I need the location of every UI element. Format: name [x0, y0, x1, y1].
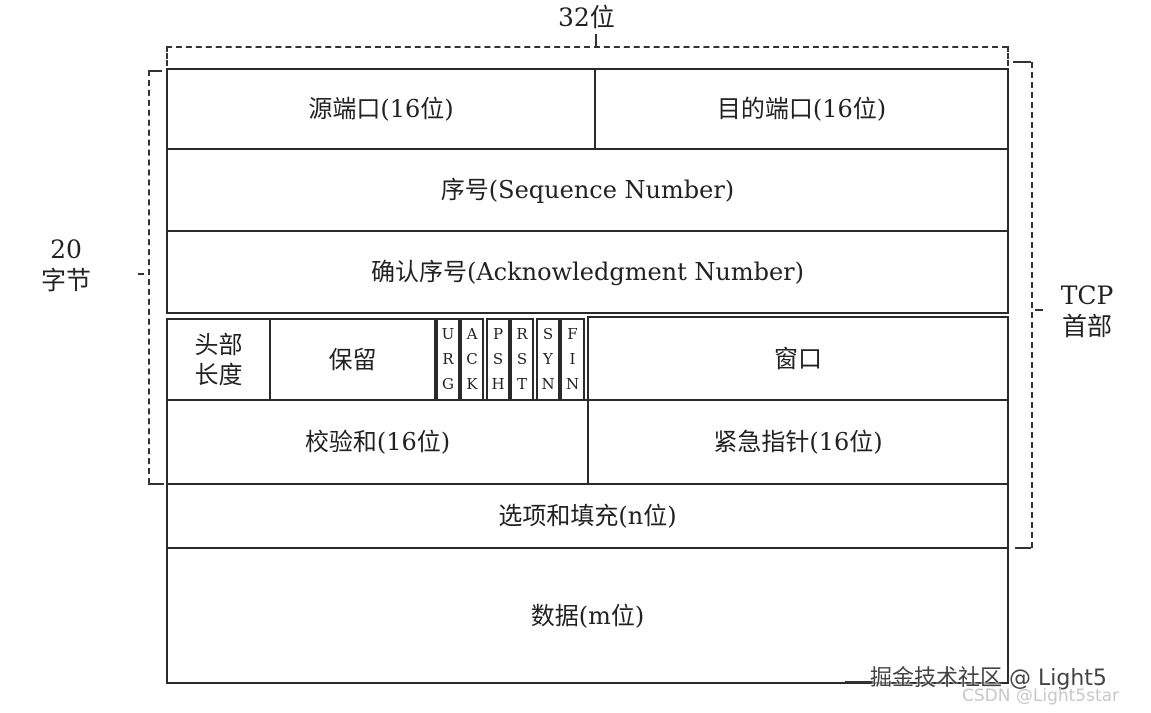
right-brace-label-line1: TCP: [1060, 281, 1114, 310]
flag-syn-letter: Y: [543, 350, 553, 368]
left-brace-mid-tick: [138, 273, 144, 275]
flag-ack-letter: A: [466, 325, 478, 343]
width-tick: [595, 34, 597, 46]
watermark-csdn: CSDN @Light5star: [962, 686, 1120, 706]
flag-urg-letter: U: [441, 325, 455, 343]
width-bracket-right: [1007, 46, 1009, 66]
header-length-line1: 头部: [194, 330, 243, 359]
flag-psh-letter: H: [491, 375, 505, 393]
flag-psh: P S H: [486, 318, 510, 401]
field-reserved: 保留: [269, 318, 436, 401]
flag-ack-letter: K: [466, 375, 478, 393]
right-brace-mid-tick: [1035, 309, 1043, 311]
left-brace-label: 20 字节: [30, 234, 102, 297]
flag-ack: A C K: [460, 318, 484, 401]
left-brace-bottom-tick: [148, 483, 164, 485]
flag-rst: R S T: [510, 318, 534, 401]
field-ack-number: 确认序号(Acknowledgment Number): [166, 230, 1009, 314]
flag-rst-letter: R: [516, 325, 528, 343]
field-dest-port: 目的端口(16位): [594, 68, 1009, 150]
watermark-underline: [845, 681, 875, 683]
field-urgent-pointer: 紧急指针(16位): [587, 399, 1009, 485]
flag-psh-letter: S: [492, 350, 504, 368]
flag-fin-letter: I: [569, 350, 576, 368]
right-brace-bottom-tick: [1015, 547, 1031, 549]
field-checksum: 校验和(16位): [166, 399, 589, 485]
field-sequence-number: 序号(Sequence Number): [166, 148, 1009, 232]
flag-syn: S Y N: [536, 318, 560, 401]
width-bracket-top: [166, 46, 1008, 48]
flag-rst-letter: T: [516, 375, 527, 393]
flag-urg-letter: G: [442, 375, 454, 393]
flag-fin-letter: F: [567, 325, 578, 343]
field-data: 数据(m位): [166, 547, 1009, 684]
flag-fin-letter: N: [565, 375, 580, 393]
right-brace-line: [1031, 62, 1033, 548]
right-brace-top-tick: [1013, 61, 1031, 63]
watermark-juejin: 掘金技术社区 @ Light5: [870, 666, 1107, 691]
field-source-port: 源端口(16位): [166, 68, 596, 150]
left-brace-top-tick: [148, 70, 162, 72]
width-label: 32位: [558, 3, 615, 32]
left-brace-line: [148, 70, 150, 484]
width-bracket-left: [166, 46, 168, 66]
field-header-length: 头部 长度: [166, 318, 271, 401]
flag-urg: U R G: [436, 318, 460, 401]
flag-urg-letter: R: [442, 350, 454, 368]
right-brace-label-line2: 首部: [1061, 312, 1112, 342]
left-brace-label-line2: 字节: [40, 266, 91, 296]
header-length-line2: 长度: [194, 360, 243, 389]
left-brace-label-line1: 20: [50, 235, 82, 264]
field-window: 窗口: [587, 316, 1009, 401]
flag-rst-letter: S: [516, 350, 528, 368]
flag-psh-letter: P: [492, 325, 504, 343]
flag-ack-letter: C: [466, 350, 478, 368]
right-brace-label: TCP 首部: [1052, 280, 1122, 343]
flag-fin: F I N: [560, 318, 585, 401]
flag-syn-letter: S: [542, 325, 554, 343]
flag-syn-letter: N: [541, 375, 555, 393]
field-options: 选项和填充(n位): [166, 483, 1009, 549]
